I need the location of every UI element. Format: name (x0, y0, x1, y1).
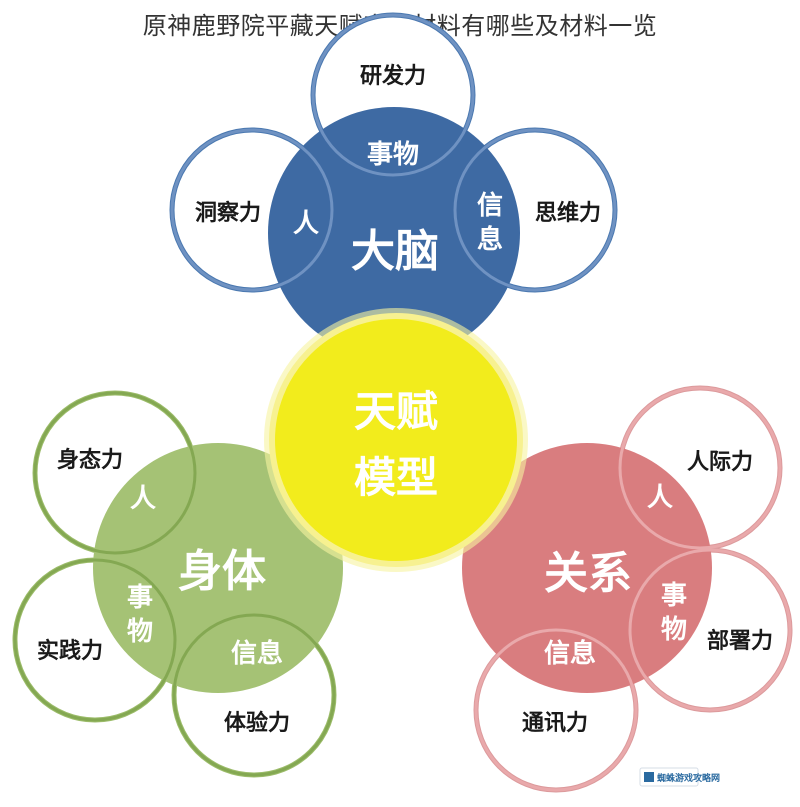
relations-outer-top-label: 人际力 (687, 450, 753, 475)
brain-right-label-2: 息 (477, 224, 503, 255)
relations-overlap-bottom (474, 628, 638, 792)
body-outer-bottom-label: 体验力 (224, 710, 290, 736)
watermark-text: 蜘蛛游戏攻略网 (657, 772, 720, 784)
body-top-label: 人 (130, 484, 156, 514)
brain-main-circle (268, 107, 520, 359)
body-overlap-left (13, 558, 177, 722)
relations-right-label-1: 事 (661, 581, 687, 611)
relations-outer-bottom-label: 通讯力 (522, 711, 588, 736)
body-left-label-2: 物 (127, 617, 153, 647)
body-bottom-label: 信息 (231, 638, 283, 669)
brain-overlap-right (453, 128, 617, 292)
body-overlap-top (33, 391, 197, 555)
talent-circle (269, 313, 523, 567)
body-left-label-1: 事 (127, 583, 153, 613)
brain-right-label-1: 信 (477, 191, 503, 221)
brain-left-label: 人 (293, 209, 319, 239)
brain-overlap-left (170, 128, 334, 292)
brain-outer-right-label: 思维力 (535, 200, 601, 226)
relations-right-label-2: 物 (661, 615, 687, 645)
relations-top-label: 人 (647, 483, 673, 513)
relations-bottom-label: 信息 (544, 638, 596, 669)
brain-top-label: 事物 (367, 140, 419, 170)
watermark-badge: 蜘蛛游戏攻略网 (639, 767, 720, 787)
body-outer-top-label: 身态力 (57, 447, 123, 473)
brain-main-label: 大脑 (351, 226, 439, 277)
brain-outer-top-label: 研发力 (360, 63, 426, 89)
talent-label-line2: 模型 (354, 453, 438, 502)
brain-outer-left-label: 洞察力 (195, 200, 261, 226)
brain-overlap-top (311, 13, 475, 177)
relations-outer-right-label: 部署力 (707, 628, 773, 654)
relations-overlap-right (628, 548, 792, 712)
body-main-label: 身体 (178, 546, 266, 597)
relations-main-label: 关系 (544, 548, 632, 599)
body-outer-left-label: 实践力 (37, 638, 103, 664)
relations-overlap-top (618, 386, 782, 550)
body-main-circle (93, 443, 343, 693)
relations-main-circle (462, 443, 712, 693)
talent-label-line1: 天赋 (354, 387, 438, 436)
body-overlap-bottom (172, 613, 336, 777)
